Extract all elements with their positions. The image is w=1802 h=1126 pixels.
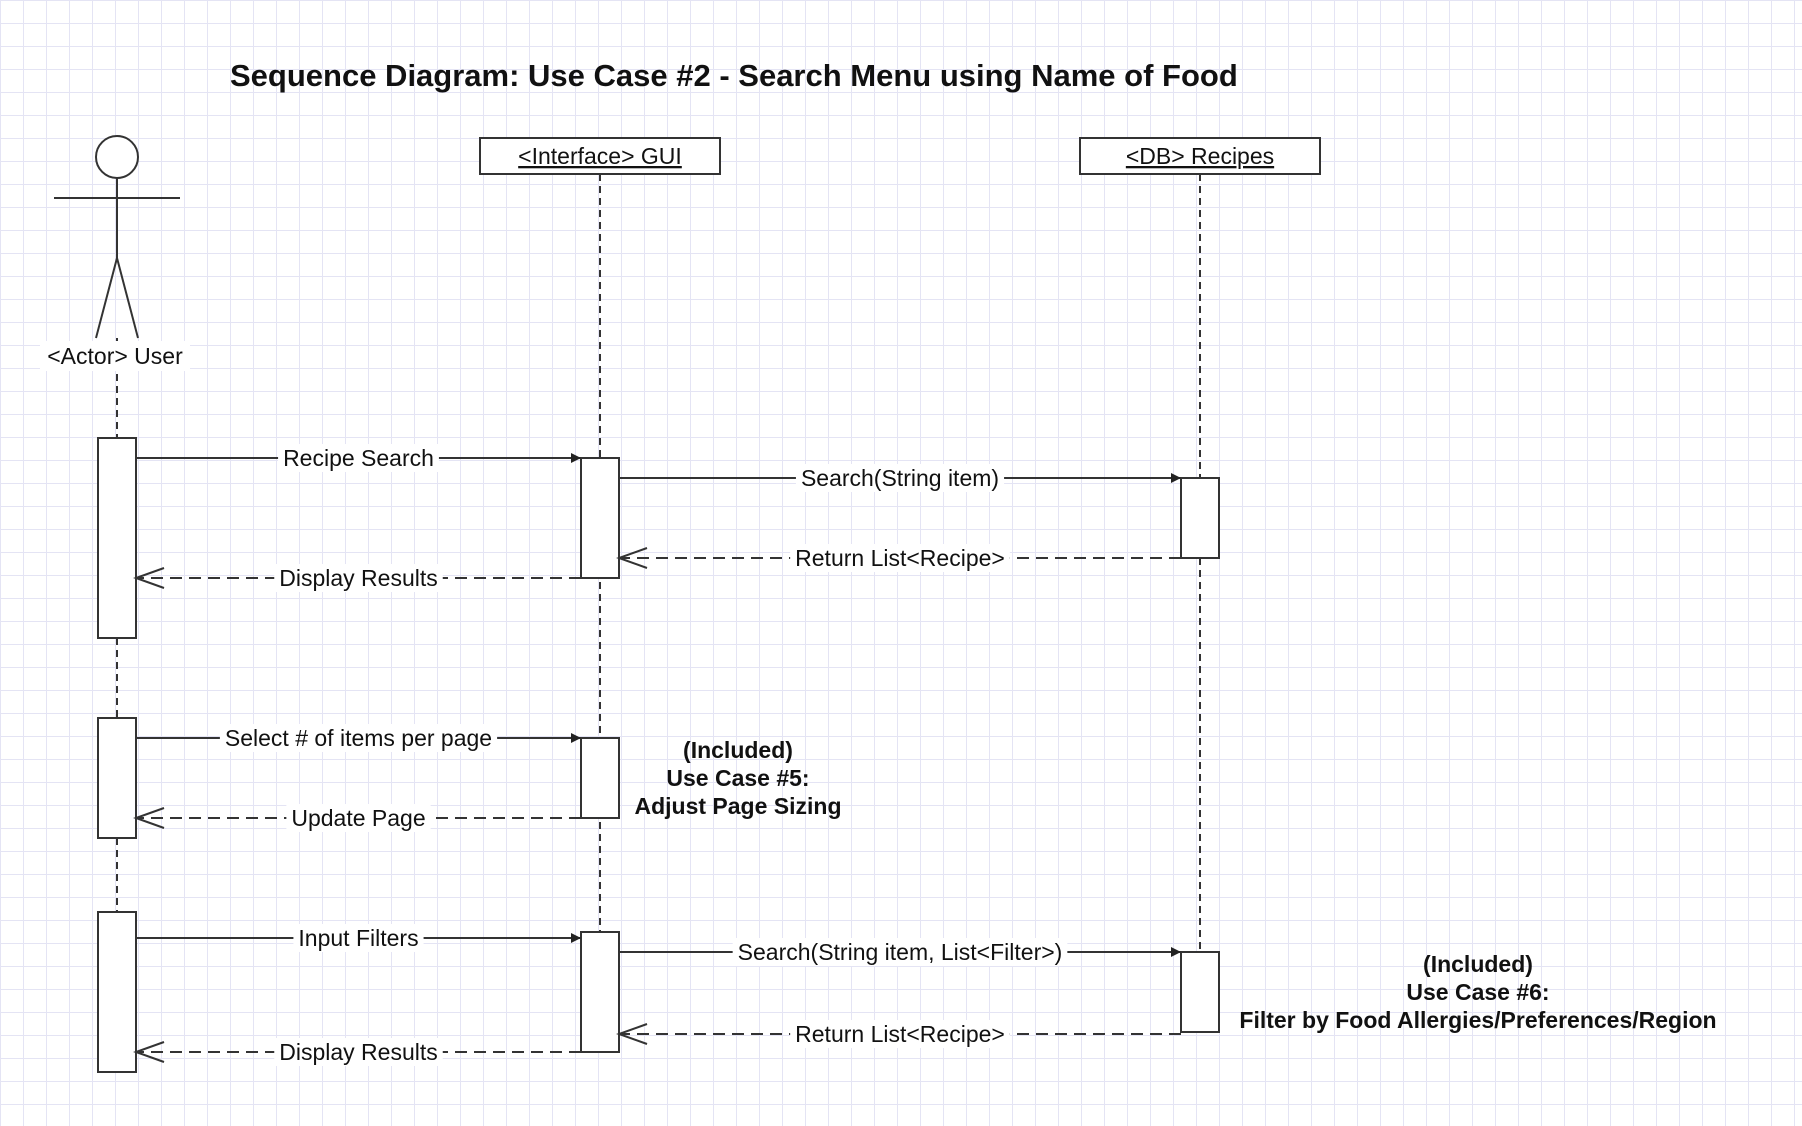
message-label-bg xyxy=(274,1038,443,1066)
open-arrowhead xyxy=(133,807,165,829)
message-label: Search(String item, List<Filter>) xyxy=(738,939,1063,965)
activation-gui-3 xyxy=(580,931,620,1053)
message-label: Search(String item) xyxy=(801,465,999,491)
activation-db-2 xyxy=(1180,951,1220,1033)
message-label: Return List<Recipe> xyxy=(795,1021,1005,1047)
activation-gui-2 xyxy=(580,737,620,819)
actor-head xyxy=(95,135,139,179)
open-arrowhead xyxy=(616,1023,648,1045)
message-label-bg xyxy=(795,464,1005,492)
call-message: Search(String item) xyxy=(619,464,1181,492)
message-label-bg xyxy=(278,444,439,472)
call-message: Select # of items per page xyxy=(136,724,581,752)
activation-db-1 xyxy=(1180,477,1220,559)
call-message: Search(String item, List<Filter>) xyxy=(619,938,1181,966)
message-label-bg xyxy=(790,544,1010,572)
actor-user xyxy=(54,135,180,339)
note-line: Use Case #5: xyxy=(666,765,809,791)
actor-label-bg xyxy=(40,341,190,371)
message-label: Select # of items per page xyxy=(225,725,492,751)
note-line: Adjust Page Sizing xyxy=(634,793,841,819)
open-arrowhead xyxy=(133,1041,165,1063)
return-message: Return List<Recipe> xyxy=(616,1020,1181,1048)
note-line: Filter by Food Allergies/Preferences/Reg… xyxy=(1239,1007,1716,1033)
message-label-bg xyxy=(219,724,498,752)
call-message: Recipe Search xyxy=(136,444,581,472)
participant-gui-label: <Interface> GUI xyxy=(518,143,682,169)
message-label: Display Results xyxy=(279,565,438,591)
open-arrowhead xyxy=(133,567,165,589)
participant-db-label: <DB> Recipes xyxy=(1126,143,1274,169)
activation-user-1 xyxy=(97,437,137,639)
return-message: Update Page xyxy=(133,804,581,832)
message-label-bg xyxy=(293,924,424,952)
actor-right-leg xyxy=(116,257,139,339)
message-label-bg xyxy=(274,564,443,592)
message-label: Return List<Recipe> xyxy=(795,545,1005,571)
message-label-bg xyxy=(790,1020,1010,1048)
activation-gui-1 xyxy=(580,457,620,579)
note-use-case-6: (Included) Use Case #6: Filter by Food A… xyxy=(1239,951,1716,1033)
diagram-title: Sequence Diagram: Use Case #2 - Search M… xyxy=(230,58,1238,93)
message-label: Input Filters xyxy=(298,925,418,951)
message-label: Display Results xyxy=(279,1039,438,1065)
actor-left-leg xyxy=(95,257,118,339)
note-line: (Included) xyxy=(683,737,793,763)
return-message: Display Results xyxy=(133,564,581,592)
note-use-case-5: (Included) Use Case #5: Adjust Page Sizi… xyxy=(634,737,841,819)
actor-label: <Actor> User xyxy=(47,343,183,369)
participant-gui: <Interface> GUI xyxy=(479,137,721,175)
call-message: Input Filters xyxy=(136,924,581,952)
note-line: (Included) xyxy=(1423,951,1533,977)
message-label-bg xyxy=(286,804,431,832)
message-label: Recipe Search xyxy=(283,445,434,471)
message-label-bg xyxy=(732,938,1068,966)
return-message: Return List<Recipe> xyxy=(616,544,1181,572)
activation-user-3 xyxy=(97,911,137,1073)
note-line: Use Case #6: xyxy=(1406,979,1549,1005)
return-message: Display Results xyxy=(133,1038,581,1066)
message-label: Update Page xyxy=(291,805,425,831)
activation-user-2 xyxy=(97,717,137,839)
open-arrowhead xyxy=(616,547,648,569)
participant-db: <DB> Recipes xyxy=(1079,137,1321,175)
